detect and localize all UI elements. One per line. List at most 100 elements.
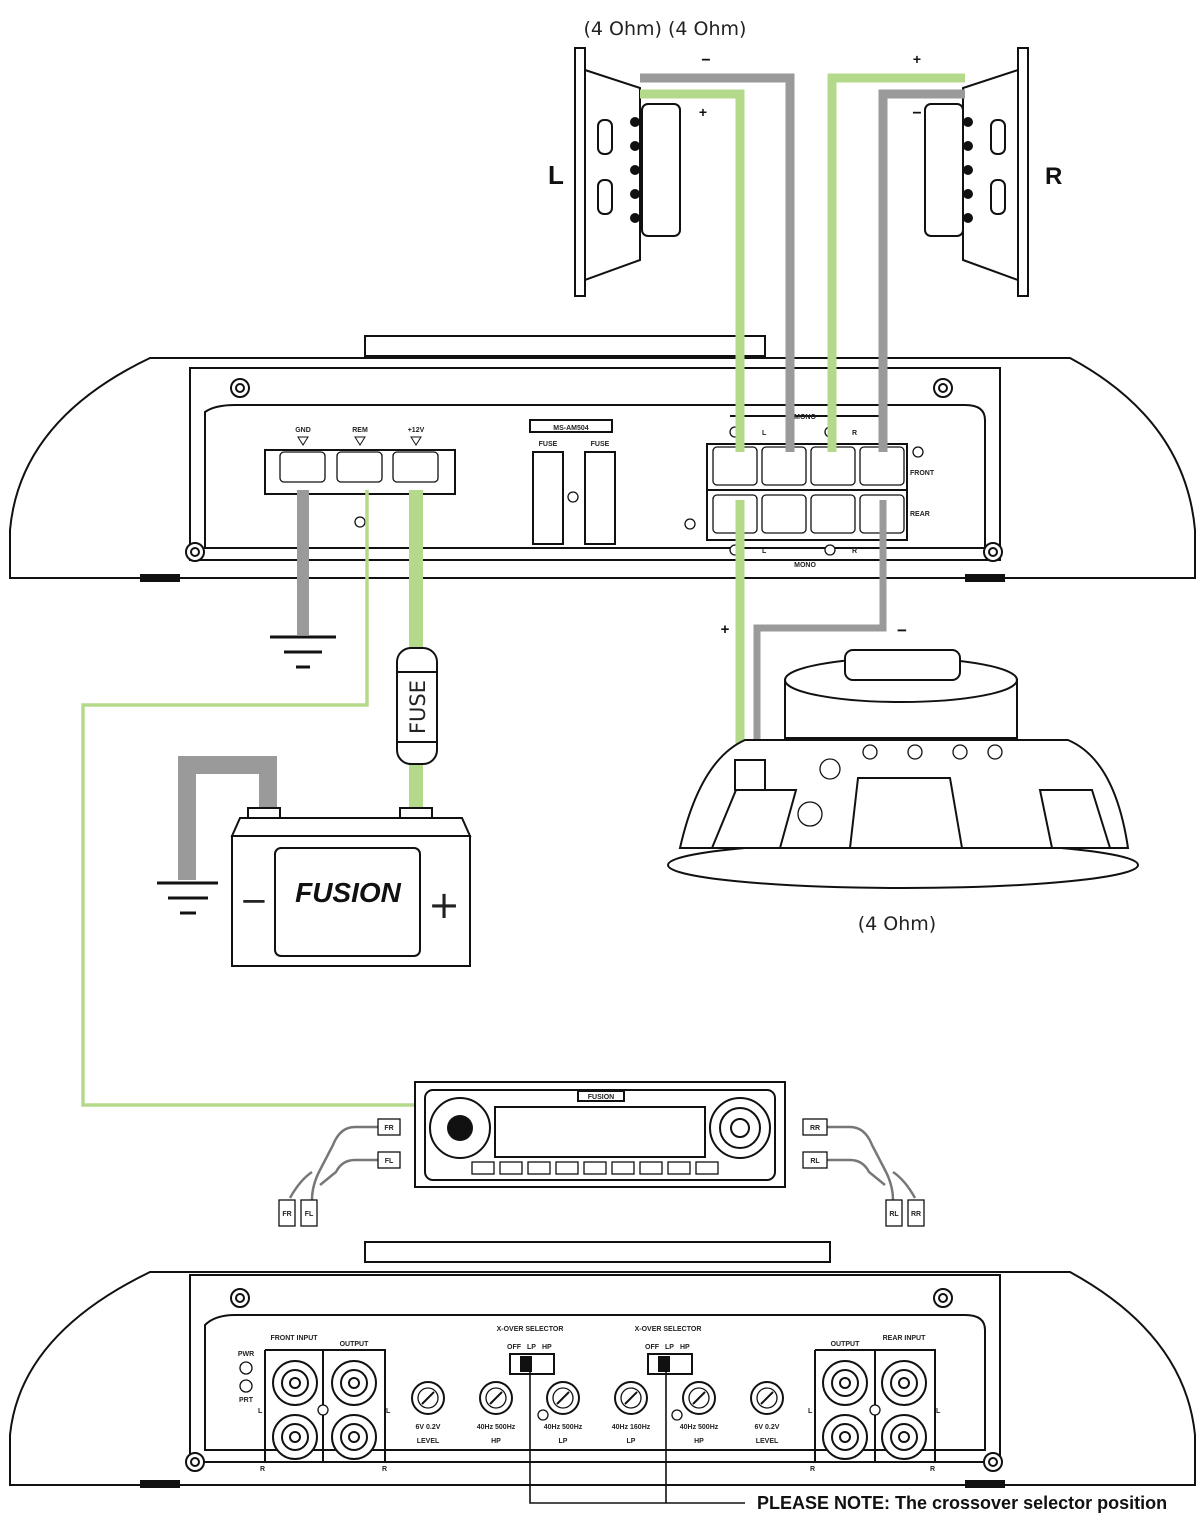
xover-selector-1[interactable]: [509, 1353, 555, 1375]
xover-selector-2[interactable]: [647, 1353, 693, 1375]
rear-r-label: R: [810, 1466, 815, 1473]
channel-l-top: L: [762, 430, 767, 437]
front-r-label: R: [260, 1466, 265, 1473]
front-row-label: FRONT: [910, 470, 935, 477]
amplifier-bottom: [9, 1241, 1196, 1488]
right-pos-label: +: [913, 51, 921, 67]
left-speaker-label: L: [548, 160, 564, 190]
channel-r-top: R: [852, 430, 857, 437]
ground-symbol-amp: [270, 635, 336, 669]
battery-brand-label: FUSION: [295, 877, 402, 908]
knob-2-label: HP: [491, 1438, 501, 1445]
amp-fuse-holders: [529, 419, 616, 545]
sub-impedance-label: (4 Ohm): [858, 913, 936, 935]
screw-icon: [537, 1409, 549, 1421]
knob-3[interactable]: [546, 1381, 580, 1415]
speaker-wires: [640, 73, 965, 760]
power-wires: [81, 490, 423, 1107]
right-speaker-label: R: [1045, 163, 1062, 190]
rear-l-label-2: L: [936, 1408, 941, 1415]
gnd-terminal-label: GND: [295, 427, 311, 434]
knob-3-label: LP: [559, 1438, 568, 1445]
rca-rl-label: RL: [810, 1158, 820, 1165]
power-terminal-block: [264, 449, 456, 495]
plug-rl-label: RL: [889, 1211, 899, 1218]
xover-selector-2-label: X-OVER SELECTOR: [635, 1326, 702, 1333]
xover-selector-1-label: X-OVER SELECTOR: [497, 1326, 564, 1333]
left-pos-label: +: [699, 104, 707, 120]
xover2-pos-hp: HP: [680, 1344, 690, 1351]
12v-terminal-label: +12V: [408, 427, 425, 434]
note-callout-lines: [529, 1372, 745, 1504]
pwr-led-label: PWR: [238, 1351, 254, 1358]
sub-pos-label: +: [721, 621, 730, 638]
knob-1-range: 6V 0.2V: [416, 1424, 441, 1431]
prt-led-label: PRT: [239, 1397, 254, 1404]
rca-connectors-left: [278, 1118, 401, 1227]
knob-1[interactable]: [411, 1381, 445, 1415]
knob-1-label: LEVEL: [417, 1438, 440, 1445]
front-rca-jacks: [264, 1349, 386, 1462]
knob-6[interactable]: [750, 1381, 784, 1415]
right-neg-label: −: [912, 105, 921, 122]
rear-output-label: OUTPUT: [831, 1341, 861, 1348]
knob-6-range: 6V 0.2V: [755, 1424, 780, 1431]
rca-rr-label: RR: [810, 1125, 820, 1132]
front-input-label: FRONT INPUT: [270, 1335, 318, 1342]
plug-rr-label: RR: [911, 1211, 921, 1218]
rca-fr-label: FR: [384, 1125, 393, 1132]
ground-screw-icon: [354, 516, 366, 528]
rem-terminal-label: REM: [352, 427, 368, 434]
channel-r-bottom: R: [852, 548, 857, 555]
amp-model-label: MS-AM504: [553, 425, 589, 432]
knob-4[interactable]: [614, 1381, 648, 1415]
knob-5[interactable]: [682, 1381, 716, 1415]
fuse-label-2: FUSE: [591, 441, 610, 448]
ground-symbol-battery: [157, 881, 218, 915]
battery-minus-label: −: [240, 881, 269, 921]
plug-fr-label: FR: [282, 1211, 291, 1218]
knob-3-range: 40Hz 500Hz: [544, 1424, 583, 1431]
knob-4-range: 40Hz 160Hz: [612, 1424, 651, 1431]
front-l-label: L: [258, 1408, 263, 1415]
rca-fl-label: FL: [385, 1158, 394, 1165]
left-speaker: [574, 47, 681, 297]
rca-cables-left: [288, 1125, 378, 1201]
rear-rca-jacks: [814, 1349, 936, 1462]
knob-5-range: 40Hz 500Hz: [680, 1424, 719, 1431]
status-leds: [239, 1361, 253, 1393]
mono-bottom-label: MONO: [794, 562, 816, 569]
rca-cables-right: [827, 1125, 917, 1201]
sub-neg-label: −: [897, 621, 907, 640]
mono-top-label: MONO: [794, 414, 816, 421]
plug-fl-label: FL: [305, 1211, 314, 1218]
knob-2-range: 40Hz 500Hz: [477, 1424, 516, 1431]
rear-r-label-2: R: [930, 1466, 935, 1473]
xover1-pos-hp: HP: [542, 1344, 552, 1351]
xover1-pos-off: OFF: [507, 1344, 522, 1351]
left-neg-label: −: [701, 52, 710, 69]
knob-6-label: LEVEL: [756, 1438, 779, 1445]
rear-input-label: REAR INPUT: [883, 1335, 927, 1342]
rear-l-label: L: [808, 1408, 813, 1415]
xover2-pos-off: OFF: [645, 1344, 660, 1351]
knob-2[interactable]: [479, 1381, 513, 1415]
subwoofer: [667, 649, 1139, 889]
battery: [230, 807, 472, 967]
knob-4-label: LP: [627, 1438, 636, 1445]
note-text: PLEASE NOTE: The crossover selector posi…: [757, 1493, 1167, 1513]
front-impedance-label: (4 Ohm) (4 Ohm): [584, 18, 747, 40]
channel-l-bottom: L: [762, 548, 767, 555]
screw-icon: [671, 1409, 683, 1421]
fuse-label-1: FUSE: [539, 441, 558, 448]
rca-connectors-right: [802, 1118, 925, 1227]
inline-fuse-label: FUSE: [406, 680, 430, 734]
xover1-pos-lp: LP: [527, 1344, 536, 1351]
knob-5-label: HP: [694, 1438, 704, 1445]
front-output-label: OUTPUT: [340, 1341, 370, 1348]
inline-fuse: [396, 647, 438, 765]
head-unit: [414, 1081, 786, 1188]
right-speaker: [924, 47, 1029, 297]
front-r-label-2: R: [382, 1466, 387, 1473]
